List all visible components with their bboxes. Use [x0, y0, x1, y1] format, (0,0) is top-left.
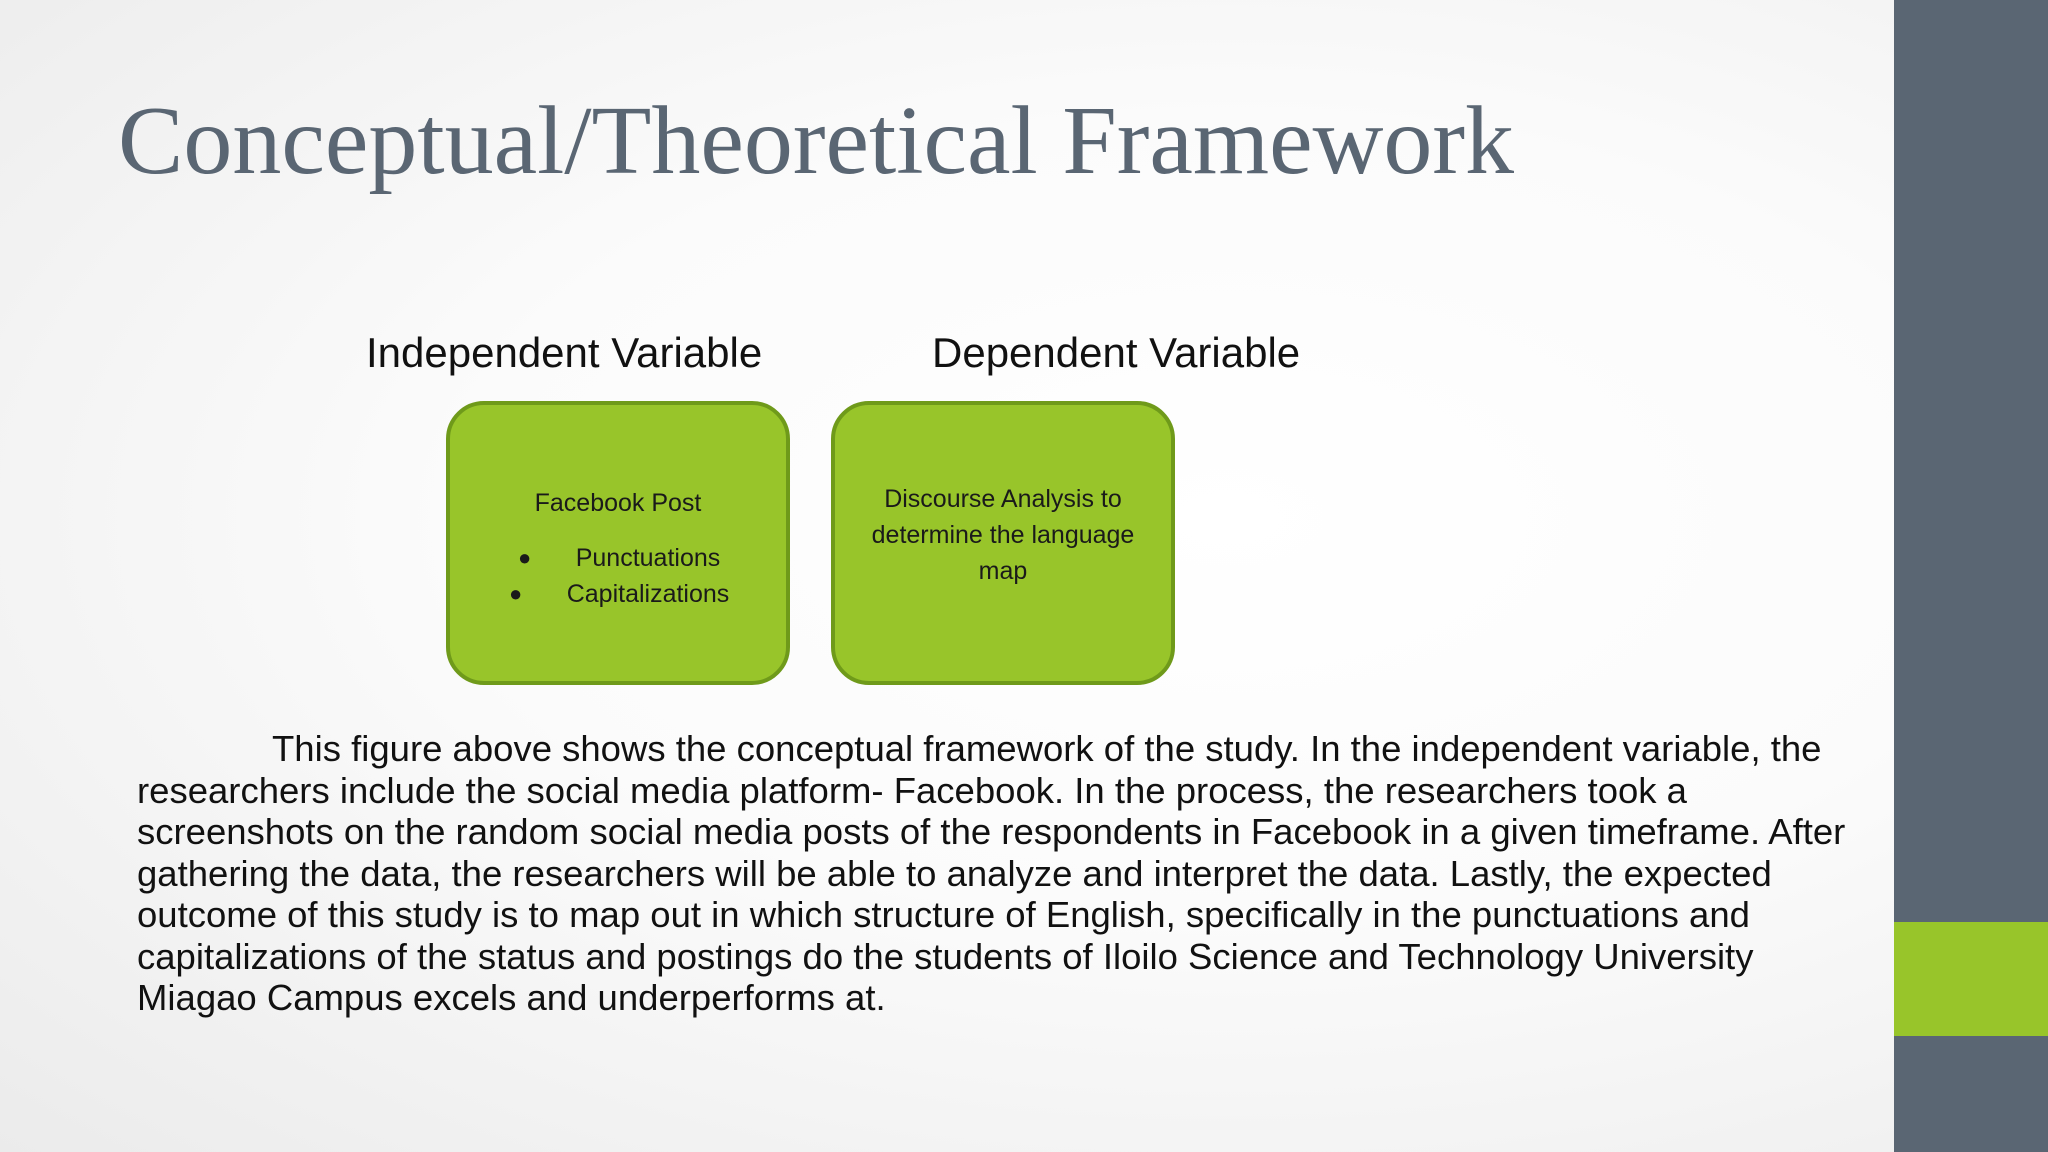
bullet-dot-icon: ● — [518, 545, 532, 570]
bullet-dot-icon: ● — [509, 581, 523, 606]
independent-variable-label: Independent Variable — [366, 329, 763, 376]
bullet-item: ● Capitalizations — [450, 576, 786, 612]
independent-bullet-list: ● Punctuations ● Capitalizations — [450, 540, 786, 612]
decorative-accent-bar — [1894, 922, 2048, 1036]
bullet-text: Capitalizations — [566, 580, 730, 608]
bullet-text: Punctuations — [575, 544, 721, 572]
slide-title: Conceptual/Theoretical Framework — [118, 87, 1514, 195]
independent-box-heading: Facebook Post — [534, 489, 702, 517]
dependent-box-text: Discourse Analysis to determine the lang… — [871, 485, 1135, 585]
dependent-variable-label: Dependent Variable — [932, 329, 1301, 376]
dependent-variable-box: Discourse Analysis to determine the lang… — [831, 401, 1175, 685]
independent-variable-box: Facebook Post ● Punctuations ● Capitaliz… — [446, 401, 790, 685]
bullet-item: ● Punctuations — [450, 540, 786, 576]
description-paragraph: This figure above shows the conceptual f… — [137, 728, 1846, 1018]
